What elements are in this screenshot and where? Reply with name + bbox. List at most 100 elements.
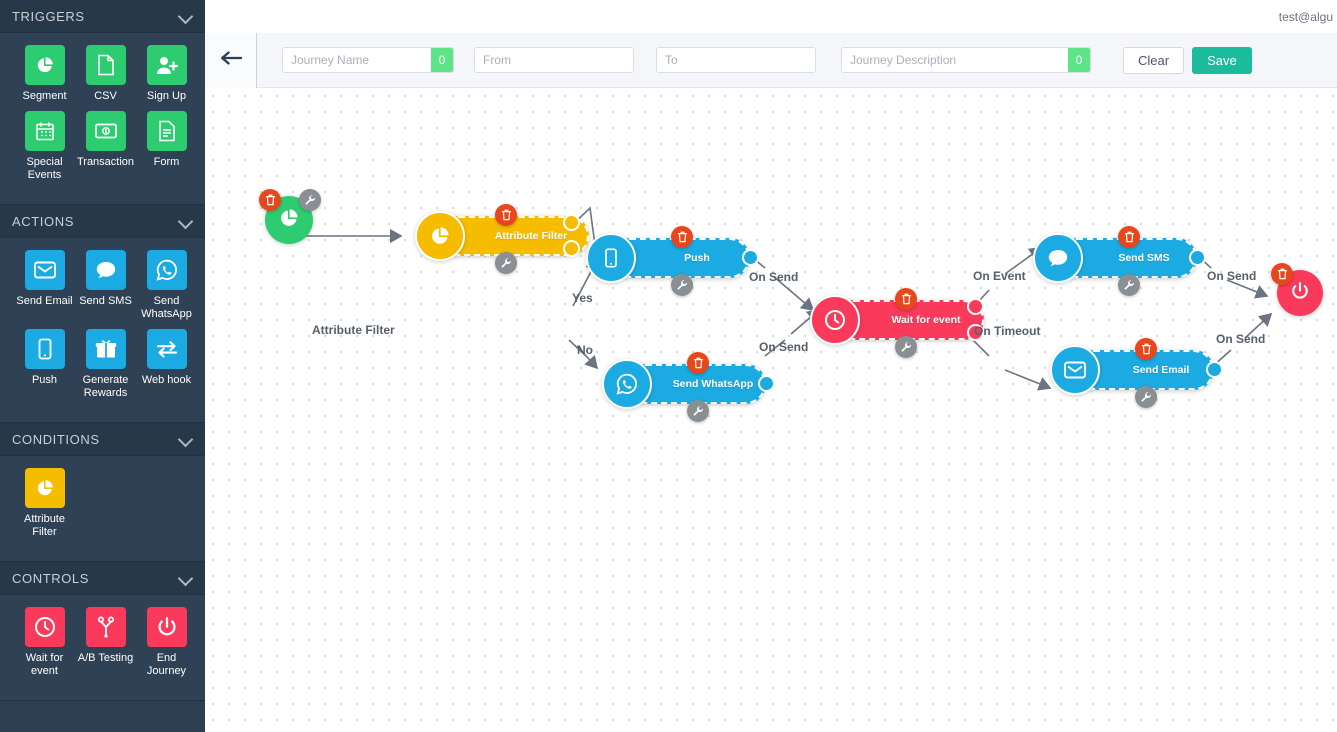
calendar-icon bbox=[24, 111, 65, 151]
from-field[interactable] bbox=[474, 47, 634, 73]
sidebar-section-header-actions[interactable]: ACTIONS bbox=[0, 205, 205, 238]
node-delete-badge[interactable] bbox=[259, 189, 281, 211]
sidebar-item-send-sms[interactable]: Send SMS bbox=[75, 250, 136, 321]
sidebar-section-header-controls[interactable]: CONTROLS bbox=[0, 562, 205, 595]
document-lines-icon bbox=[146, 111, 187, 151]
exchange-arrows-icon bbox=[146, 329, 187, 369]
clock-icon bbox=[24, 607, 65, 647]
sidebar-item-web-hook[interactable]: Web hook bbox=[136, 329, 197, 400]
to-input[interactable] bbox=[657, 48, 815, 72]
output-port-on-event[interactable] bbox=[967, 298, 984, 315]
journey-name-field[interactable]: 0 bbox=[282, 47, 454, 73]
sidebar-item-label: Send SMS bbox=[79, 295, 132, 307]
output-port-no[interactable] bbox=[563, 240, 580, 257]
user-plus-icon bbox=[146, 45, 187, 85]
journey-name-input[interactable] bbox=[283, 48, 431, 72]
back-button[interactable] bbox=[205, 32, 257, 88]
node-delete-badge[interactable] bbox=[1271, 263, 1293, 285]
save-button[interactable]: Save bbox=[1192, 46, 1252, 74]
sidebar-item-label: Send Email bbox=[16, 295, 73, 307]
journey-canvas[interactable]: Attribute Filter Push bbox=[205, 88, 1337, 732]
sidebar-item-wait-for-event[interactable]: Wait for event bbox=[14, 607, 75, 678]
chevron-down-icon bbox=[179, 214, 193, 228]
output-port-on-send[interactable] bbox=[742, 249, 759, 266]
sidebar-section-body-controls: Wait for event A/B Testing End Journey bbox=[0, 595, 205, 701]
sidebar-item-send-email[interactable]: Send Email bbox=[14, 250, 75, 321]
sidebar-section-title-controls: CONTROLS bbox=[12, 570, 90, 586]
node-send-sms-icon bbox=[1033, 233, 1083, 283]
node-delete-badge[interactable] bbox=[1135, 338, 1157, 360]
output-port-on-timeout[interactable] bbox=[967, 324, 984, 341]
branch-icon bbox=[85, 607, 126, 647]
sidebar-item-csv[interactable]: CSV bbox=[75, 45, 136, 103]
node-configure-badge[interactable] bbox=[687, 400, 709, 422]
sidebar-item-label: End Journey bbox=[146, 652, 187, 677]
sidebar-section-header-conditions[interactable]: CONDITIONS bbox=[0, 423, 205, 456]
sidebar-item-push[interactable]: Push bbox=[14, 329, 75, 400]
node-delete-badge[interactable] bbox=[687, 352, 709, 374]
node-send-email-icon bbox=[1050, 345, 1100, 395]
node-configure-badge[interactable] bbox=[495, 252, 517, 274]
clear-button[interactable]: Clear bbox=[1123, 46, 1185, 74]
node-push-icon bbox=[586, 233, 636, 283]
sidebar-item-label: Web hook bbox=[141, 374, 192, 386]
sidebar-item-ab-testing[interactable]: A/B Testing bbox=[75, 607, 136, 678]
sidebar-item-transaction[interactable]: Transaction bbox=[75, 111, 136, 182]
sidebar-item-attribute-filter[interactable]: Attribute Filter bbox=[14, 468, 75, 539]
node-configure-badge[interactable] bbox=[671, 274, 693, 296]
pie-chart-icon bbox=[24, 45, 65, 85]
node-label: Send SMS bbox=[1118, 252, 1170, 264]
node-configure-badge[interactable] bbox=[1135, 386, 1157, 408]
journey-toolbar: 0 0 Clear Save bbox=[205, 32, 1337, 88]
sidebar-item-send-whatsapp[interactable]: Send WhatsApp bbox=[136, 250, 197, 321]
journey-name-counter: 0 bbox=[431, 48, 453, 72]
edge-label-whatsapp-on-send: On Send bbox=[759, 340, 809, 354]
sidebar-item-generate-rewards[interactable]: Generate Rewards bbox=[75, 329, 136, 400]
journey-description-input[interactable] bbox=[842, 48, 1068, 72]
sidebar-item-label: CSV bbox=[94, 90, 117, 102]
to-field[interactable] bbox=[656, 47, 816, 73]
node-delete-badge[interactable] bbox=[671, 226, 693, 248]
edge-label-sms-on-send: On Send bbox=[1207, 269, 1257, 283]
chevron-down-icon bbox=[179, 9, 193, 23]
output-port-yes[interactable] bbox=[563, 214, 580, 231]
sidebar-item-special-events[interactable]: Special Events bbox=[14, 111, 75, 182]
sidebar-item-sign-up[interactable]: Sign Up bbox=[136, 45, 197, 103]
user-email-label[interactable]: test@algu bbox=[1278, 9, 1333, 24]
sidebar-item-end-journey[interactable]: End Journey bbox=[136, 607, 197, 678]
sidebar-item-label: Push bbox=[31, 374, 58, 386]
node-delete-badge[interactable] bbox=[895, 288, 917, 310]
node-configure-badge[interactable] bbox=[1118, 274, 1140, 296]
mobile-icon bbox=[24, 329, 65, 369]
journey-edges bbox=[305, 206, 1273, 391]
output-port-on-send[interactable] bbox=[1189, 249, 1206, 266]
arrow-left-icon bbox=[220, 50, 242, 70]
from-input[interactable] bbox=[475, 48, 633, 72]
journey-description-field[interactable]: 0 bbox=[841, 47, 1091, 73]
sidebar-section-body-triggers: Segment CSV Sign Up bbox=[0, 33, 205, 205]
node-send-whatsapp-icon bbox=[602, 359, 652, 409]
edge-label-start: Attribute Filter bbox=[312, 323, 395, 337]
node-delete-badge[interactable] bbox=[495, 204, 517, 226]
sidebar-item-label: Transaction bbox=[76, 156, 135, 168]
sidebar-section-header-triggers[interactable]: TRIGGERS bbox=[0, 0, 205, 33]
sidebar-item-label: Send WhatsApp bbox=[141, 295, 192, 320]
sidebar-item-label: A/B Testing bbox=[77, 652, 134, 664]
edge-label-no: No bbox=[577, 343, 593, 357]
whatsapp-icon bbox=[146, 250, 187, 290]
output-port-on-send[interactable] bbox=[1206, 361, 1223, 378]
sidebar-item-segment[interactable]: Segment bbox=[14, 45, 75, 103]
output-port-on-send[interactable] bbox=[758, 375, 775, 392]
speech-bubble-icon bbox=[85, 250, 126, 290]
file-icon bbox=[85, 45, 126, 85]
sidebar-item-label: Attribute Filter bbox=[24, 513, 65, 538]
sidebar-item-label: Generate Rewards bbox=[82, 374, 129, 399]
node-configure-badge[interactable] bbox=[895, 336, 917, 358]
top-header-bar: test@algu bbox=[205, 0, 1337, 33]
node-delete-badge[interactable] bbox=[1118, 226, 1140, 248]
sidebar-item-form[interactable]: Form bbox=[136, 111, 197, 182]
sidebar-item-label: Special Events bbox=[26, 156, 63, 181]
sidebar-section-body-conditions: Attribute Filter bbox=[0, 456, 205, 562]
sidebar-item-label: Sign Up bbox=[146, 90, 187, 102]
node-configure-badge[interactable] bbox=[299, 189, 321, 211]
